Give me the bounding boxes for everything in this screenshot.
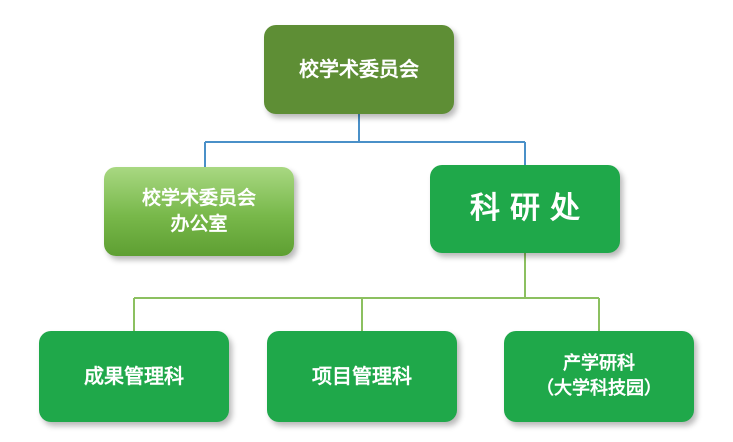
node-industry-research: 产学研科 （大学科技园） — [504, 331, 694, 422]
node-label: 科研处 — [470, 190, 590, 226]
node-committee-office: 校学术委员会 办公室 — [104, 167, 294, 256]
node-label: 办公室 — [170, 212, 228, 235]
node-research-office: 科研处 — [430, 165, 620, 253]
node-academic-committee: 校学术委员会 — [264, 25, 454, 114]
node-achievement-management: 成果管理科 — [39, 331, 229, 422]
node-label: 校学术委员会 — [299, 57, 419, 81]
node-label: 产学研科 — [563, 353, 635, 375]
node-label: 成果管理科 — [84, 364, 184, 388]
node-label: （大学科技园） — [536, 377, 662, 399]
node-project-management: 项目管理科 — [267, 331, 457, 422]
node-label: 校学术委员会 — [141, 186, 256, 209]
node-label: 项目管理科 — [312, 364, 412, 388]
